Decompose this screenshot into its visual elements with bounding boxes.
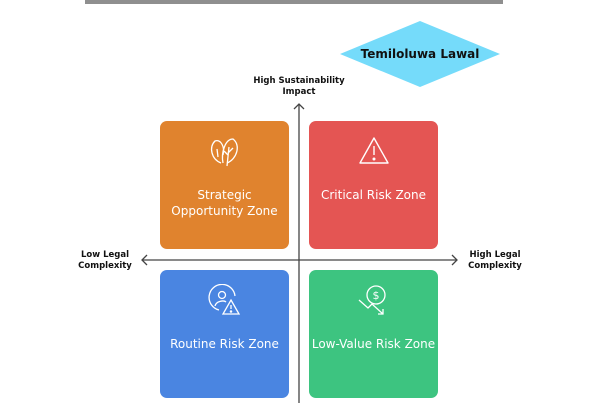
title: Temiloluwa Lawal xyxy=(360,47,480,61)
axis-label-top: High Sustainability Impact xyxy=(253,76,345,97)
user-alert-icon xyxy=(207,284,240,315)
quadrant-low-value-risk: $ Low-Value Risk Zone xyxy=(309,270,438,398)
left-arrowhead xyxy=(141,254,148,266)
quadrant-label: Critical Risk Zone xyxy=(320,188,427,202)
quadrant-critical-risk: Critical Risk Zone xyxy=(309,121,438,249)
axis-label-right: High Legal Complexity xyxy=(468,250,522,271)
up-arrowhead xyxy=(293,103,305,110)
quadrant-label: Low-Value Risk Zone xyxy=(311,337,436,351)
top-divider-bar xyxy=(85,0,503,4)
warning-triangle-icon xyxy=(358,137,389,164)
svg-text:$: $ xyxy=(372,289,379,302)
quadrant-strategic-opportunity: Strategic Opportunity Zone xyxy=(160,121,289,249)
title-diamond: Temiloluwa Lawal xyxy=(340,21,500,87)
right-arrowhead xyxy=(451,254,458,266)
quadrant-label: Strategic Opportunity Zone xyxy=(171,188,278,218)
quadrant-routine-risk: Routine Risk Zone xyxy=(160,270,289,398)
axis-label-left: Low Legal Complexity xyxy=(78,250,132,271)
quadrant-label: Routine Risk Zone xyxy=(170,337,279,351)
dollar-decline-icon: $ xyxy=(358,285,386,315)
leaves-icon xyxy=(210,138,238,167)
